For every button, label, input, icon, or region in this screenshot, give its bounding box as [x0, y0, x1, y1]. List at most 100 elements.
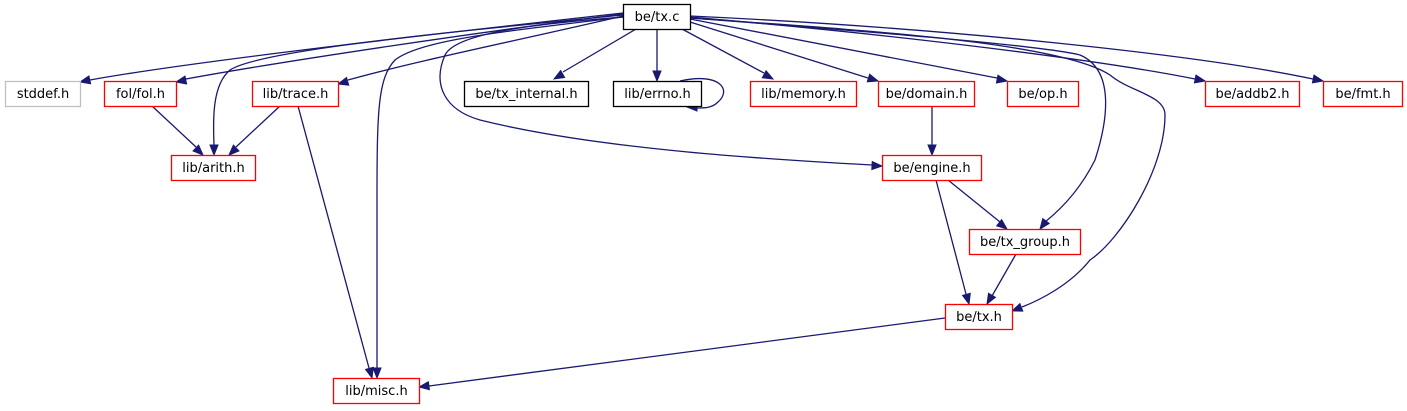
node-box — [1322, 80, 1404, 108]
node-label: be/engine.h — [893, 161, 970, 176]
edge-line — [347, 15, 624, 81]
edge-line — [235, 105, 281, 148]
edge-tx_c-to-trace — [336, 15, 624, 86]
node-box — [1006, 80, 1080, 108]
node-box — [1204, 80, 1301, 108]
edge-tx_c-to-tx_internal — [552, 28, 637, 80]
node-box — [4, 80, 82, 108]
arrowhead-icon — [1311, 74, 1325, 84]
edge-line — [689, 17, 1107, 223]
edge-engine-to-tx_h — [935, 179, 971, 306]
edge-tx_c-to-fol — [174, 13, 624, 85]
arrowhead-icon — [552, 69, 566, 80]
node-box — [251, 80, 340, 108]
node-tx-c: be/tx.c — [622, 3, 692, 31]
edge-line — [297, 105, 370, 369]
arrowhead-icon — [336, 76, 350, 86]
node-label: lib/errno.h — [624, 87, 690, 102]
node-trace[interactable]: lib/trace.h — [251, 80, 340, 108]
node-label: lib/arith.h — [182, 161, 245, 176]
arrowhead-icon — [192, 144, 204, 156]
node-label: lib/misc.h — [345, 384, 407, 399]
arrowhead-icon — [995, 74, 1009, 84]
node-stddef: stddef.h — [4, 80, 82, 108]
arrowhead-icon — [652, 70, 662, 83]
node-engine[interactable]: be/engine.h — [881, 154, 983, 182]
edge-line — [679, 77, 725, 109]
node-label: be/addb2.h — [1216, 87, 1290, 102]
node-memory[interactable]: lib/memory.h — [749, 80, 858, 108]
node-misc[interactable]: lib/misc.h — [332, 377, 421, 405]
edge-tx_c-to-errno — [652, 29, 662, 83]
node-label: lib/memory.h — [761, 87, 846, 102]
edge-line — [689, 15, 1314, 80]
edge-line — [689, 16, 1196, 80]
node-box — [877, 80, 976, 108]
edge-tx_c-to-tx_group — [689, 17, 1107, 231]
edge-line — [376, 16, 624, 368]
node-addb2[interactable]: be/addb2.h — [1204, 80, 1301, 108]
node-label: lib/trace.h — [263, 87, 329, 102]
arrowhead-icon — [78, 75, 92, 85]
node-label: fol/fol.h — [116, 87, 165, 102]
arrowhead-icon — [871, 160, 884, 171]
edge-tx_c-to-arith — [209, 14, 624, 157]
arrowhead-icon — [961, 292, 971, 306]
node-arith[interactable]: lib/arith.h — [170, 154, 257, 182]
node-label: stddef.h — [17, 87, 69, 102]
node-box — [749, 80, 858, 108]
arrowhead-icon — [866, 73, 880, 83]
node-box — [332, 377, 421, 405]
edge-line — [947, 179, 1001, 223]
edge-line — [689, 21, 869, 79]
arrowhead-icon — [174, 75, 188, 85]
edge-domain-to-engine — [927, 106, 937, 157]
node-label: be/tx_internal.h — [475, 87, 577, 102]
node-box — [612, 80, 703, 108]
arrowhead-icon — [761, 69, 775, 80]
node-tx-h[interactable]: be/tx.h — [944, 303, 1014, 331]
node-label: be/tx.c — [635, 10, 680, 25]
node-label: be/domain.h — [886, 87, 968, 102]
arrowhead-icon — [1010, 302, 1024, 312]
edge-line — [428, 317, 946, 387]
arrowhead-icon — [417, 380, 431, 391]
node-box — [170, 154, 257, 182]
arrowhead-icon — [228, 144, 240, 156]
node-label: be/tx_group.h — [980, 235, 1070, 250]
arrowhead-icon — [927, 144, 937, 157]
edge-fol-to-arith — [151, 105, 204, 156]
node-tx-internal[interactable]: be/tx_internal.h — [463, 80, 590, 108]
edge-line — [212, 14, 624, 146]
arrowhead-icon — [1039, 217, 1051, 231]
arrowhead-icon — [372, 367, 382, 380]
edge-tx_c-to-fmt — [689, 15, 1325, 84]
edge-trace-to-misc — [297, 105, 374, 380]
node-errno[interactable]: lib/errno.h — [612, 80, 703, 108]
edge-tx_c-to-addb2 — [689, 16, 1207, 84]
node-fol[interactable]: fol/fol.h — [103, 80, 178, 108]
edge-line — [689, 18, 998, 79]
edge-tx_h-to-misc — [417, 317, 946, 391]
node-box — [103, 80, 178, 108]
node-domain[interactable]: be/domain.h — [877, 80, 976, 108]
edge-line — [935, 179, 967, 295]
node-box — [968, 228, 1082, 256]
edge-engine-to-tx_group — [947, 179, 1009, 230]
arrowhead-icon — [995, 218, 1009, 230]
edge-line — [991, 253, 1017, 297]
node-tx-group[interactable]: be/tx_group.h — [968, 228, 1082, 256]
arrowhead-icon — [986, 292, 997, 306]
edge-line — [439, 16, 873, 166]
node-label: be/op.h — [1018, 87, 1067, 102]
edge-line — [185, 13, 624, 80]
arrowhead-icon — [209, 144, 219, 157]
node-op[interactable]: be/op.h — [1006, 80, 1080, 108]
edge-tx_c-to-domain — [689, 21, 880, 83]
node-fmt[interactable]: be/fmt.h — [1322, 80, 1404, 108]
edge-tx_c-to-op — [689, 18, 1009, 84]
edge-trace-to-arith — [228, 105, 281, 156]
edge-tx_c-to-memory — [681, 28, 775, 80]
edge-line — [562, 28, 637, 73]
node-box — [622, 3, 692, 31]
